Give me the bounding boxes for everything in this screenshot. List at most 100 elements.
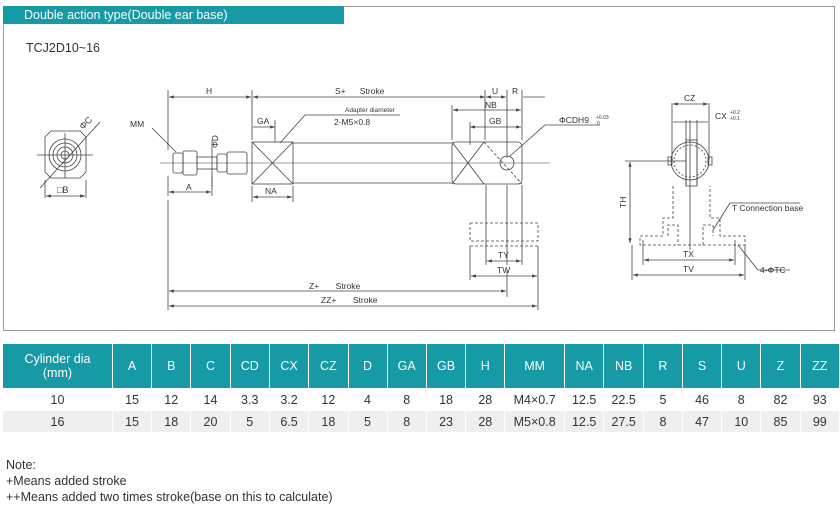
cell: 22.5 (611, 392, 636, 407)
cell: 3.2 (280, 392, 298, 407)
label-u: U (492, 86, 498, 96)
cell: 93 (812, 392, 827, 407)
cell: 4 (364, 392, 371, 407)
label-phi-c: ΦC (77, 114, 94, 131)
label-s-stroke: S+ Stroke (335, 86, 385, 96)
drawing-frame (3, 6, 835, 331)
label-cdh9-tol-lower: 0 (597, 121, 600, 127)
label-cx-tol-lower: +0.1 (730, 116, 740, 122)
cell: 16 (3, 411, 112, 432)
cell: 15 (112, 411, 152, 432)
right-view (625, 102, 800, 280)
cell: 6.5 (269, 411, 309, 432)
label-cdh9-tol-upper: +0.03 (596, 115, 609, 121)
header-s: S (682, 344, 722, 388)
cell: 8 (643, 411, 682, 432)
header-b: B (152, 344, 191, 388)
cell: 5 (348, 411, 387, 432)
cell: 12.5 (564, 411, 604, 432)
table-row: 10 15 12 14 3.3 3.2 12 4 8 18 28 M4×0.7 … (3, 389, 839, 410)
label-a: A (186, 182, 192, 192)
note-line: ++Means added two times stroke(base on t… (6, 490, 333, 504)
cell: 10 (50, 392, 65, 407)
table-row: 16 15 18 20 5 6.5 18 5 8 23 28 M5×0.8 12… (3, 411, 839, 432)
header-cx: CX (269, 344, 309, 388)
cell: 18 (309, 411, 348, 432)
model-number: TCJ2D10~16 (26, 41, 100, 55)
cell: 10 (722, 411, 761, 432)
header-na: NA (564, 344, 604, 388)
notes: Note: +Means added stroke ++Means added … (6, 457, 333, 505)
label-tw: TW (497, 265, 510, 275)
header-d: D (348, 344, 387, 388)
cell: 8 (387, 411, 426, 432)
cell: 20 (191, 411, 230, 432)
cell: 23 (426, 411, 466, 432)
header-nb: NB (604, 344, 643, 388)
header-c: C (191, 344, 230, 388)
label-h: H (206, 86, 212, 96)
section-title: Double action type(Double ear base) (3, 6, 344, 24)
cell: 3.3 (241, 392, 259, 407)
cell: 8 (403, 392, 411, 407)
cell: 12 (321, 392, 336, 407)
label-adapter-diameter: Adapter diameter (345, 107, 396, 114)
label-r: R (512, 86, 518, 96)
cell: 18 (439, 392, 453, 407)
label-phi-d: ΦD (210, 135, 220, 148)
label-tx: TX (683, 249, 694, 259)
technical-drawing: ΦC □B (37, 86, 803, 310)
end-view (37, 121, 101, 198)
label-adapter-thread: 2-M5×0.8 (334, 117, 370, 127)
cell: 27.5 (604, 411, 643, 432)
label-t-connection-base: T Connection base (732, 203, 803, 213)
label-ty: TY (498, 250, 509, 260)
header-cylinder-dia-line1: Cylinder dia (24, 352, 91, 366)
cell: M4×0.7 (513, 392, 556, 407)
cell: 18 (152, 411, 191, 432)
cell: 5 (230, 411, 269, 432)
header-gb: GB (426, 344, 466, 388)
cell: 12.5 (571, 392, 597, 407)
header-cd: CD (230, 344, 269, 388)
header-u: U (722, 344, 761, 388)
label-mm: MM (130, 119, 144, 129)
cell: M5×0.8 (505, 411, 564, 432)
header-a: A (112, 344, 152, 388)
header-ga: GA (387, 344, 426, 388)
cell: 12 (164, 392, 179, 407)
label-ga: GA (257, 116, 270, 126)
label-square-b: □B (57, 185, 68, 195)
label-th: TH (618, 197, 628, 208)
cell: 14 (203, 392, 218, 407)
label-nb: NB (485, 100, 497, 110)
label-cx-tol-upper: +0.2 (730, 110, 740, 116)
cell: 46 (695, 392, 710, 407)
header-mm: MM (505, 344, 564, 388)
label-cx: CX (715, 111, 727, 121)
cell: 15 (125, 392, 139, 407)
label-phi-cdh9: ΦCDH9 (559, 115, 589, 125)
label-zz-stroke: ZZ+ Stroke (321, 295, 378, 305)
label-na: NA (265, 186, 277, 196)
label-4-phi-tc: 4-ΦTC (760, 265, 786, 275)
label-z-stroke: Z+ Stroke (309, 281, 361, 291)
cell: 85 (761, 411, 800, 432)
cell: 8 (737, 392, 745, 407)
label-cz: CZ (684, 93, 695, 103)
header-cylinder-dia: Cylinder dia(mm) (3, 344, 112, 388)
header-zz: ZZ (800, 344, 839, 388)
cell: 5 (659, 392, 667, 407)
cell: 28 (466, 411, 505, 432)
notes-title: Note: (6, 458, 36, 472)
header-cz: CZ (309, 344, 348, 388)
header-z: Z (761, 344, 800, 388)
cell: 47 (682, 411, 722, 432)
cell: 82 (773, 392, 788, 407)
header-h: H (466, 344, 505, 388)
label-gb: GB (489, 116, 502, 126)
note-line: +Means added stroke (6, 474, 127, 488)
header-r: R (643, 344, 682, 388)
cell: 99 (800, 411, 839, 432)
table-header-row: Cylinder dia(mm) A B C CD CX CZ D GA GB … (3, 344, 839, 388)
